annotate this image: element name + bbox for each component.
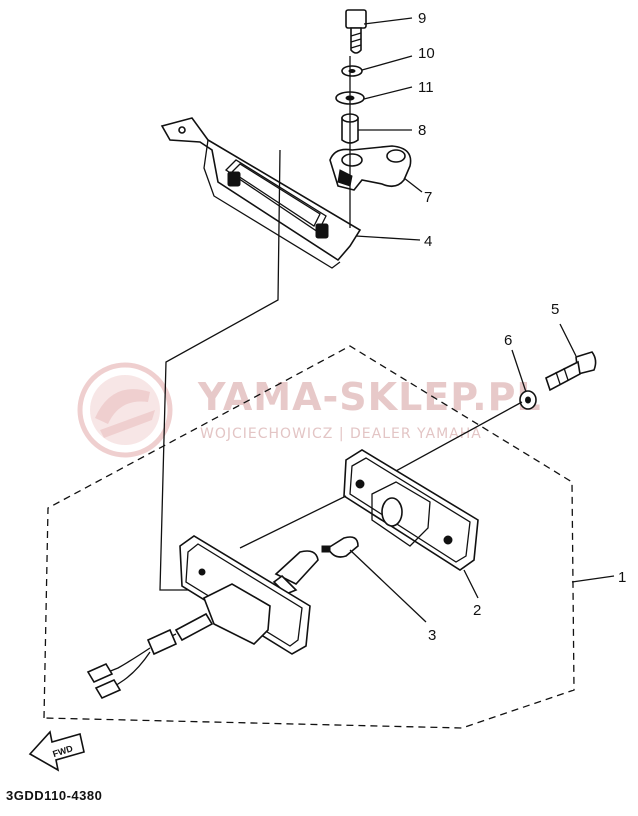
callout-screw-label: 5	[551, 301, 559, 318]
stay-bracket-part	[329, 145, 412, 191]
watermark: YAMA-SKLEP.PL WOJCIECHOWICZ | DEALER YAM…	[77, 362, 542, 458]
screw-part	[545, 351, 597, 392]
callout-lens-label: 2	[473, 602, 481, 619]
callout-bracket-label: 4	[424, 233, 432, 250]
watermark-title: YAMA-SKLEP.PL	[197, 375, 542, 419]
assembly-leader-line	[159, 149, 281, 591]
callout-spring-washer-label: 10	[418, 45, 435, 62]
assembly-group-outline	[43, 345, 575, 729]
bolt-part	[345, 9, 367, 54]
watermark-logo-icon	[77, 362, 173, 458]
callout-lamp-assy-label: 1	[618, 569, 626, 586]
license-bracket-part	[160, 117, 362, 269]
callout-stay-label: 7	[424, 189, 432, 206]
lens-part	[343, 449, 479, 571]
callout-bolt-label: 9	[418, 10, 426, 27]
callout-plain-washer-label: 11	[418, 79, 434, 96]
housing-part	[179, 535, 311, 655]
bulb-part	[321, 536, 359, 558]
screw-washer-part	[519, 390, 537, 410]
callout-washer-label: 6	[504, 332, 512, 349]
callout-bulb-label: 3	[428, 627, 436, 644]
callout-leaders	[349, 17, 615, 623]
watermark-subtitle: WOJCIECHOWICZ | DEALER YAMAHA	[200, 426, 482, 442]
callout-collar-label: 8	[418, 122, 426, 139]
spring-washer-part	[341, 65, 363, 77]
diagram-code: 3GDD110-4380	[6, 788, 102, 803]
wire-harness	[86, 612, 214, 700]
socket-part	[272, 550, 319, 595]
fwd-arrow-icon: FWD	[28, 730, 85, 772]
